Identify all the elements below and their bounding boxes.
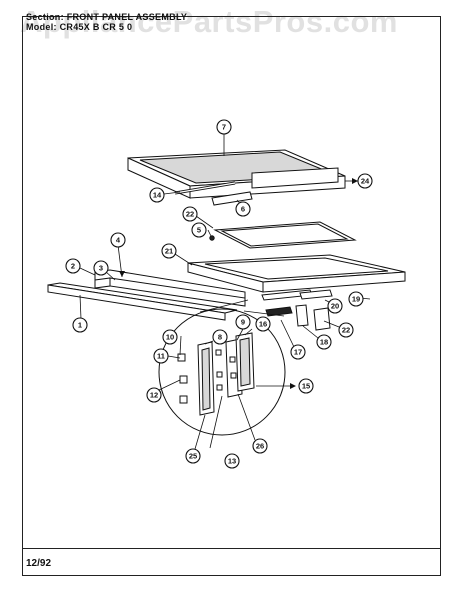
callout-20: 20 [327,298,343,314]
svg-text:3: 3 [99,264,103,273]
part-bar [211,191,253,206]
part-connector [265,304,309,327]
part-control-panel [94,269,246,307]
svg-text:22: 22 [342,326,350,335]
svg-text:13: 13 [228,457,236,466]
svg-text:11: 11 [157,352,165,361]
callout-16: 16 [255,316,271,332]
callout-18: 18 [316,334,332,350]
svg-text:7: 7 [222,123,226,132]
part-strip [261,289,333,301]
model-title: Model: CR45X B CR 5 0 [26,22,133,32]
svg-text:12: 12 [150,391,158,400]
part-trim [47,282,238,321]
svg-text:1: 1 [78,321,82,330]
callout-24: 24 [357,173,373,189]
svg-text:10: 10 [166,333,174,342]
part-label [313,307,331,331]
part-rod [174,181,236,195]
part-top-panel [127,149,346,199]
callout-11: 11 [153,348,169,364]
arrow-24 [352,178,358,184]
callout-13: 13 [224,453,240,469]
svg-text:17: 17 [294,348,302,357]
svg-text:20: 20 [331,302,339,311]
callout-12: 12 [146,387,162,403]
callout-9: 9 [235,314,251,330]
svg-text:6: 6 [241,205,245,214]
callout-3: 3 [93,260,109,276]
svg-text:16: 16 [259,320,267,329]
callout-10: 10 [162,329,178,345]
callout-2: 2 [65,258,81,274]
callout-7: 7 [216,119,232,135]
drawing-frame [22,16,441,576]
svg-text:22: 22 [186,210,194,219]
callout-4: 4 [110,232,126,248]
svg-text:14: 14 [153,191,162,200]
callout-26: 26 [252,438,268,454]
part-frame [187,254,406,293]
callout-17: 17 [290,344,306,360]
page-header: Section: FRONT PANEL ASSEMBLY Model: CR4… [26,12,187,32]
detail-circle [158,299,286,436]
callout-1: 1 [72,317,88,333]
callout-21: 21 [161,243,177,259]
svg-text:4: 4 [116,236,121,245]
callout-15: 15 [298,378,314,394]
svg-text:25: 25 [189,452,197,461]
callout-25: 25 [185,448,201,464]
svg-text:21: 21 [165,247,173,256]
part-glass [213,221,357,249]
page-footer: 12/92 [22,548,441,576]
footer-date: 12/92 [26,558,52,569]
svg-text:18: 18 [320,338,328,347]
arrow-4 [119,271,125,277]
svg-text:8: 8 [218,333,222,342]
svg-text:2: 2 [71,262,75,271]
svg-text:9: 9 [241,318,245,327]
svg-text:24: 24 [361,177,370,186]
svg-text:5: 5 [197,226,201,235]
svg-text:15: 15 [302,382,310,391]
callout-6: 6 [235,201,251,217]
section-title: Section: FRONT PANEL ASSEMBLY [26,12,188,22]
arrow-15 [290,383,296,389]
callout-22-top: 22 [182,206,198,222]
callout-22: 22 [338,322,354,338]
callout-14: 14 [149,187,165,203]
callout-19: 19 [348,291,364,307]
callout-5: 5 [191,222,207,238]
part-screw [209,235,215,241]
svg-text:26: 26 [256,442,264,451]
callout-8: 8 [212,329,228,345]
svg-text:19: 19 [352,295,360,304]
